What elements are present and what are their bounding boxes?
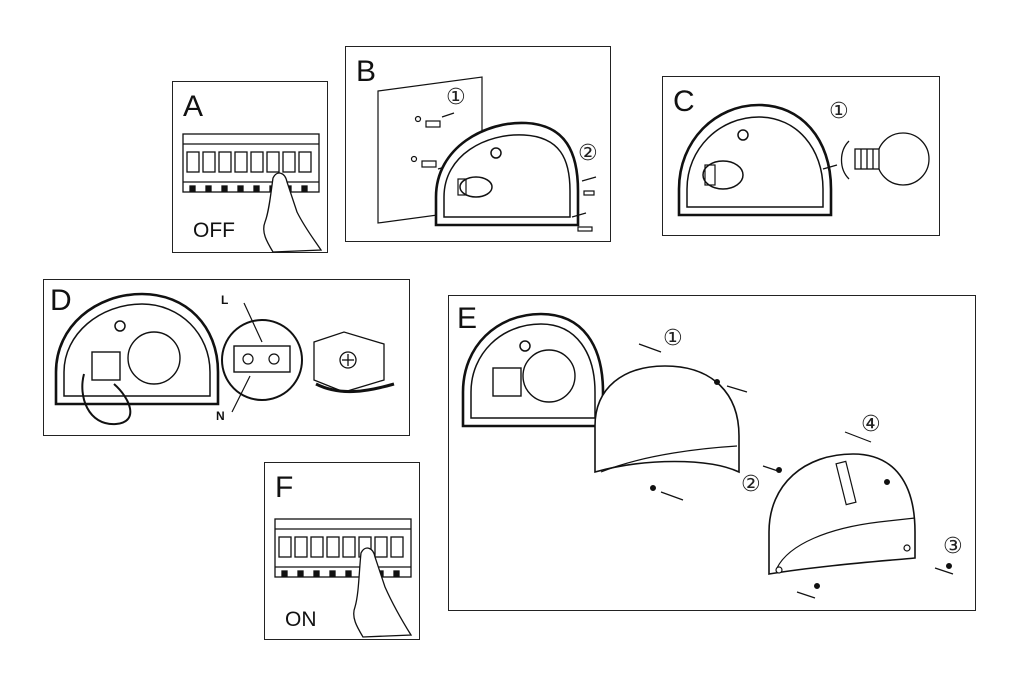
wire-label-n: N [216,409,225,423]
step-c-panel: C ① [662,76,940,236]
inner-diffuser-icon [594,365,740,474]
step-f-panel: F ON [264,462,420,640]
wire-label-l: L [221,293,229,307]
wire-clamp-icon [313,331,395,393]
step-c-letter: C [673,85,695,118]
cover-assembly-illustration [461,312,954,599]
step-b-marker-1: ① [446,85,466,110]
step-e-marker-4: ④ [861,412,881,437]
step-d-letter: D [50,284,72,317]
step-b-panel: B ① ② [345,46,611,242]
step-a-caption: OFF [193,219,235,242]
step-a-panel: A OFF [172,81,328,253]
base-housing-icon [461,312,605,428]
direction-arrow-icon [638,343,954,599]
breaker-panel-icon [274,518,412,578]
step-d-panel: D L N [43,279,410,436]
step-f-letter: F [275,471,294,504]
light-bulb-icon [840,132,930,186]
step-e-panel: E [448,295,976,611]
step-e-marker-2: ② [741,472,761,497]
screws-icon [571,176,597,232]
direction-arrow-icon [822,164,838,170]
mount-base-illustration [377,76,597,232]
step-e-marker-3: ③ [943,534,963,559]
hand-icon [353,547,413,638]
step-b-marker-2: ② [578,141,598,166]
terminal-closeup-icon [221,302,303,413]
breaker-on-illustration [274,518,413,638]
base-housing-icon [434,121,580,227]
step-f-caption: ON [285,608,317,631]
breaker-panel-icon [182,133,320,193]
step-b-letter: B [356,55,377,88]
step-c-marker-1: ① [829,99,849,124]
breaker-off-illustration [182,133,323,253]
step-e-marker-1: ① [663,326,683,351]
step-e-letter: E [457,302,478,335]
bulb-install-illustration [677,103,930,217]
wiring-illustration [54,292,395,426]
outer-cover-icon [768,453,916,575]
base-housing-icon [677,103,833,217]
screws-icon [650,379,952,589]
step-a-letter: A [183,90,204,123]
hand-icon [263,172,323,253]
base-housing-icon [54,292,220,426]
